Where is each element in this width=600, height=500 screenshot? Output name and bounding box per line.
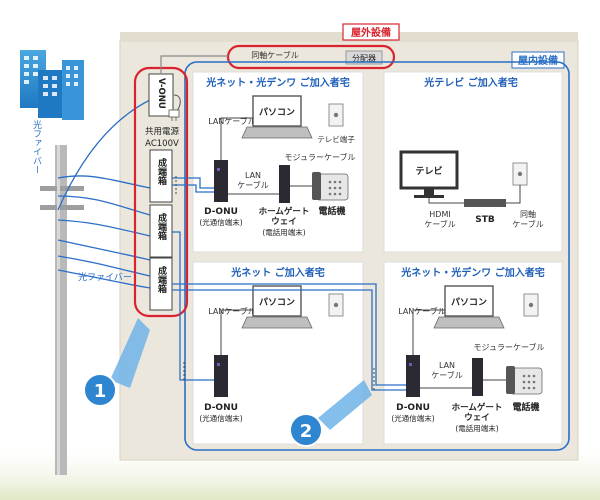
room-c-lan-cable-label: LANケーブル [208, 306, 256, 316]
room-b-tv-icon [399, 150, 459, 198]
distributor-box [345, 50, 383, 65]
indoor-fiber-lines [172, 177, 406, 391]
room-a-lan-cable-mid-2: ケーブル [237, 180, 269, 190]
v-onu-label: V-ONU [156, 78, 166, 109]
room-d-gateway-sub: (電話用端末) [455, 423, 498, 433]
room-a-phone-label: 電話機 [318, 205, 345, 217]
power-plug-icon [168, 94, 181, 121]
marker-2-label: 2 [300, 421, 313, 442]
room-d-lan-cable-top: LANケーブル [398, 306, 446, 316]
room-d-donu-icon [406, 355, 420, 397]
room-a-donu-label: D-ONU [204, 207, 238, 217]
room-a-modular-cable-label: モジュラーケーブル [285, 152, 356, 162]
power-supply-label-line1: 共用電源 [145, 127, 180, 137]
room-d-phone-label: 電話機 [512, 401, 539, 413]
room-b: 光テレビ ご加入者宅 テレビ HDMI ケーブル STB 同軸 ケーブル [383, 71, 563, 253]
room-c-donu-icon [214, 355, 228, 397]
room-a-phone-icon [312, 172, 349, 201]
room-b-coax-label-1: 同軸 [520, 209, 536, 219]
room-c-donu-label: D-ONU [204, 403, 238, 413]
room-a-gateway-label-1: ホームゲート [259, 206, 310, 217]
distributor-label: 分配器 [352, 54, 376, 63]
room-a-pc-label: パソコン [259, 106, 295, 118]
room-d-home-gateway-icon [472, 358, 483, 396]
room-a-laptop-icon [241, 95, 313, 139]
room-a-donu-icon [214, 160, 228, 202]
outdoor-equipment-group: 屋外設備 同軸ケーブル 分配器 [226, 23, 400, 70]
room-b-stb-icon [464, 199, 506, 207]
power-supply-label-line2: AC100V [145, 139, 179, 149]
room-b-hdmi-label-1: HDMI [429, 210, 450, 219]
termination-box-2-label: 成端箱 [156, 212, 167, 241]
room-d-gateway-label-2: ウェイ [464, 413, 490, 423]
room-b-stb-label: STB [475, 215, 495, 225]
room-a-lan-cable-top: LANケーブル [208, 116, 256, 126]
indoor-boundary [184, 61, 570, 451]
optical-fiber-bottom-label: 光ファイバー [78, 271, 132, 283]
room-d-modular-cable-label: モジュラーケーブル [474, 342, 545, 352]
marker-1: 1 [83, 318, 150, 407]
room-a-home-gateway-icon [279, 165, 290, 203]
room-b-hdmi-label-2: ケーブル [424, 219, 456, 229]
marker-1-label: 1 [94, 381, 107, 402]
room-d-gateway-label-1: ホームゲート [452, 402, 503, 413]
room-d-pc-label: パソコン [451, 296, 487, 308]
room-c-donu-sub: (光通信端末) [199, 413, 242, 423]
room-d-donu-label: D-ONU [396, 403, 430, 413]
utility-pole-icon [40, 145, 84, 475]
room-a-gateway-label-2: ウェイ [271, 217, 297, 227]
termination-box-3-label: 成端箱 [156, 265, 167, 294]
termination-box-2: 成端箱 [149, 204, 173, 258]
room-b-coax-label-2: ケーブル [512, 219, 544, 229]
room-d-title: 光ネット・光デンワ ご加入者宅 [400, 266, 544, 279]
termination-box-1: 成端箱 [149, 149, 173, 203]
room-c-title: 光ネット ご加入者宅 [230, 266, 324, 279]
room-d-lan-cable-mid-2: ケーブル [431, 370, 463, 380]
optical-fiber-top-label: 光ファイバー [31, 119, 42, 174]
room-a-donu-sub: (光通信端末) [199, 217, 242, 227]
v-onu-device: V-ONU [148, 73, 174, 117]
room-d-phone-icon [506, 366, 543, 395]
marker-2: 2 [289, 380, 372, 447]
termination-box-1-label: 成端箱 [156, 157, 167, 186]
outdoor-equipment-label: 屋外設備 [351, 26, 391, 39]
room-a-title: 光ネット・光デンワ ご加入者宅 [205, 76, 349, 89]
room-d-donu-sub: (光通信端末) [391, 413, 434, 423]
room-a-lan-cable-mid-1: LAN [245, 171, 261, 180]
room-c-laptop-icon [241, 285, 313, 329]
termination-box-3: 成端箱 [149, 257, 173, 311]
coax-cable-label: 同軸ケーブル [251, 50, 299, 60]
room-b-title: 光テレビ ご加入者宅 [423, 76, 517, 89]
room-d: 光ネット・光デンワ ご加入者宅 LANケーブル パソコン モジュラーケーブル L… [383, 261, 563, 445]
room-d-laptop-icon [433, 285, 505, 329]
room-a-gateway-sub: (電話用端末) [262, 227, 305, 237]
room-b-tv-label: テレビ [415, 165, 442, 177]
fiber-cables [57, 99, 151, 289]
room-a-tv-outlet-label: テレビ端子 [317, 134, 355, 144]
indoor-equipment-label: 屋内設備 [518, 54, 558, 67]
room-a: 光ネット・光デンワ ご加入者宅 LANケーブル パソコン テレビ端子 モジュラー… [192, 71, 364, 253]
room-d-lan-cable-mid-1: LAN [439, 361, 455, 370]
room-c-pc-label: パソコン [259, 296, 295, 308]
office-buildings-icon [20, 50, 84, 120]
